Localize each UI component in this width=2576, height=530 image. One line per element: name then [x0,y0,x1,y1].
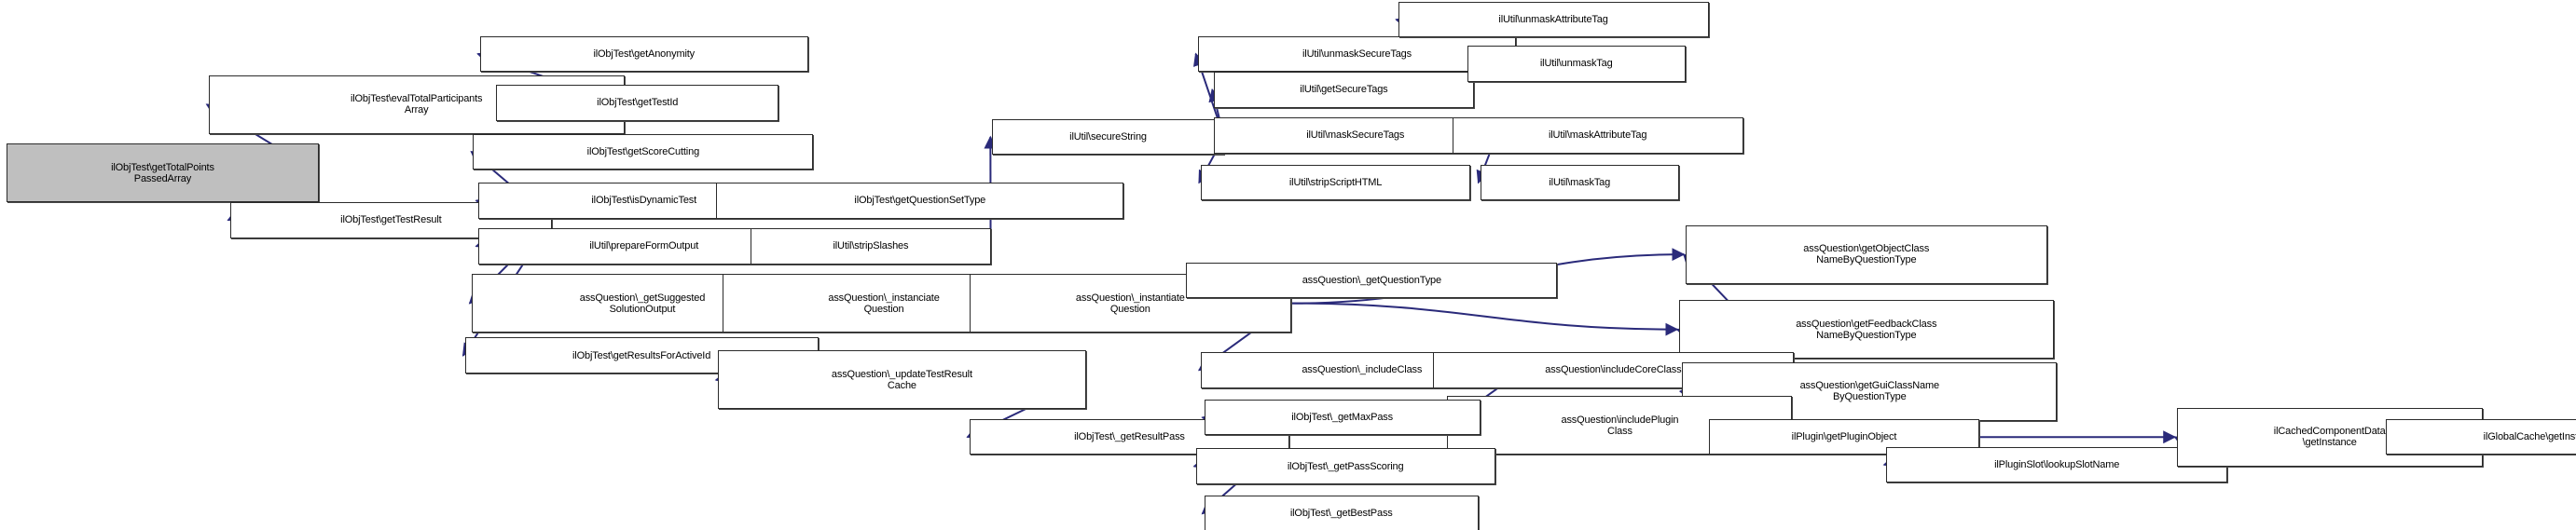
graph-edge [1291,302,1679,336]
graph-node[interactable]: assQuestion\_getQuestionType [1186,262,1558,299]
graph-node[interactable]: ilObjTest\getTestId [496,85,779,121]
graph-node[interactable]: assQuestion\getFeedbackClass NameByQuest… [1678,300,2054,360]
graph-node[interactable]: ilObjTest\getScoreCutting [473,133,814,170]
graph-node[interactable]: ilUtil\unmaskTag [1467,46,1686,82]
graph-node[interactable]: ilObjTest\getAnonymity [479,35,808,73]
graph-node[interactable]: ilUtil\unmaskAttributeTag [1398,1,1709,38]
graph-node[interactable]: ilUtil\maskTag [1480,164,1679,201]
graph-node[interactable]: ilPluginSlot\lookupSlotName [1885,446,2228,483]
graph-node[interactable]: ilObjTest\getQuestionSetType [716,183,1124,219]
graph-node-root[interactable]: ilObjTest\getTotalPoints PassedArray [7,143,319,203]
graph-node[interactable]: ilUtil\unmaskSecureTags [1197,35,1517,73]
graph-node[interactable]: ilUtil\maskAttributeTag [1452,117,1743,154]
graph-node[interactable]: assQuestion\_updateTestResult Cache [718,350,1086,410]
graph-node[interactable]: ilUtil\stripScriptHTML [1201,164,1471,201]
graph-node[interactable]: assQuestion\getObjectClass NameByQuestio… [1685,224,2047,284]
graph-node[interactable]: ilUtil\getSecureTags [1214,72,1474,108]
graph-node[interactable]: ilObjTest\_getMaxPass [1204,399,1481,436]
graph-node[interactable]: ilGlobalCache\getInstance [2385,418,2576,455]
graph-node[interactable]: ilObjTest\_getBestPass [1204,496,1479,530]
graph-node[interactable]: ilUtil\secureString [992,118,1224,156]
graph-node[interactable]: ilObjTest\_getPassScoring [1195,448,1495,484]
graph-node[interactable]: ilUtil\maskSecureTags [1214,117,1497,154]
graph-node[interactable]: ilUtil\stripSlashes [751,228,991,265]
